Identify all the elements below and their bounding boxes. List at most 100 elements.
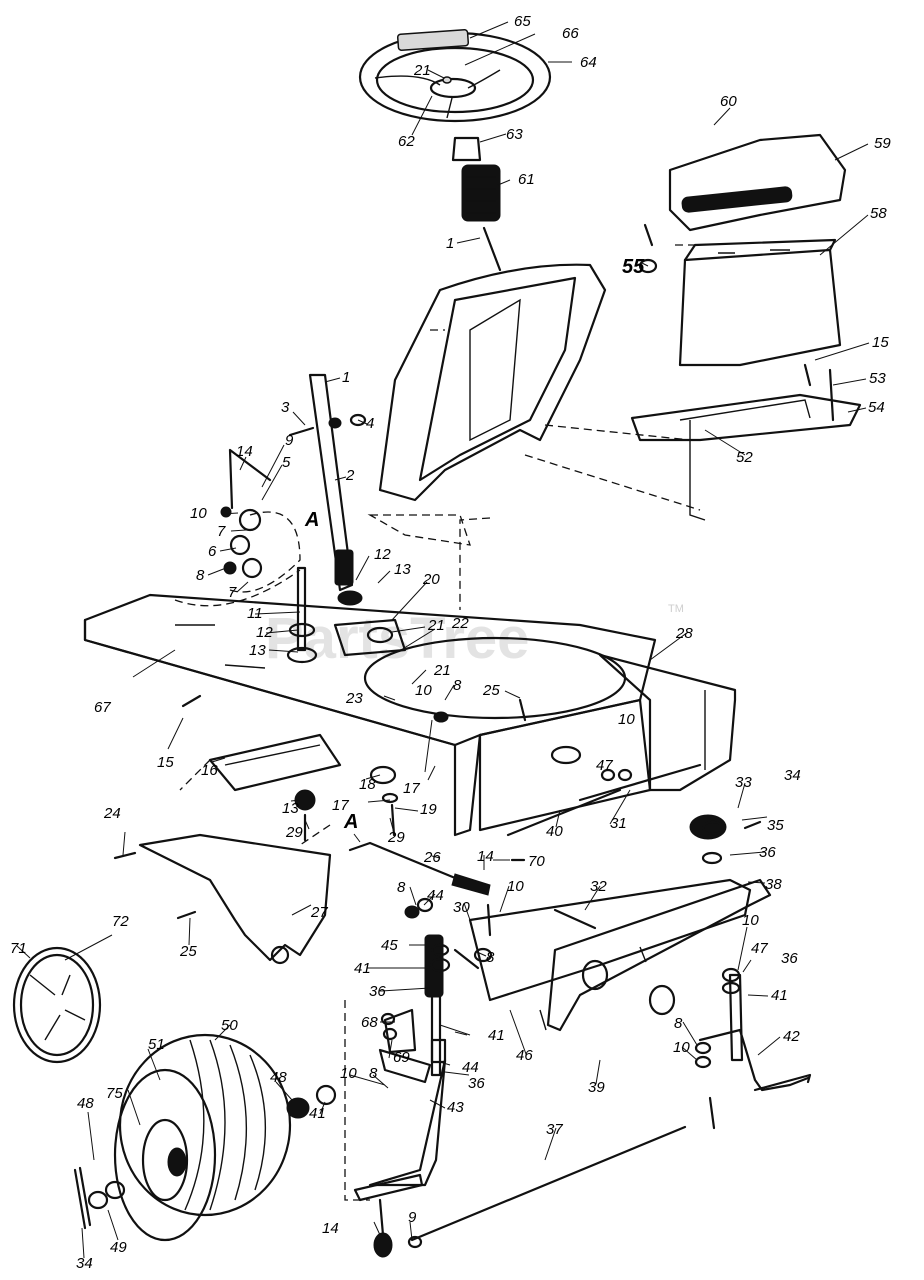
- callout-43: 43: [447, 1099, 464, 1116]
- callout-8c: 8: [397, 879, 406, 896]
- callout-70: 70: [528, 853, 545, 870]
- callout-66: 66: [562, 25, 579, 42]
- callout-21b: 21: [427, 617, 445, 634]
- callout-58: 58: [870, 205, 887, 222]
- wheel-rim: [141, 1118, 189, 1202]
- callout-47: 47: [596, 757, 613, 774]
- callout-25b: 25: [179, 943, 197, 960]
- pivot-bolt: [286, 566, 318, 664]
- callout-13: 13: [394, 561, 411, 578]
- callout-33: 33: [735, 774, 752, 791]
- callout-24: 24: [103, 805, 121, 822]
- callout-61: 61: [518, 171, 535, 188]
- callout-9: 9: [285, 432, 294, 449]
- callout-A: A: [304, 509, 319, 531]
- callout-29b: 29: [387, 829, 405, 846]
- callout-8: 8: [196, 567, 205, 584]
- callout-8b: 8: [453, 677, 462, 694]
- steering-shaft-upper: [482, 226, 502, 272]
- callout-45: 45: [381, 937, 398, 954]
- callout-36d: 36: [468, 1075, 485, 1092]
- callout-36: 36: [759, 844, 776, 861]
- callout-37: 37: [546, 1121, 563, 1138]
- callout-15b: 15: [157, 754, 174, 771]
- callout-34: 34: [784, 767, 801, 784]
- callout-13c: 13: [282, 800, 299, 817]
- callout-25: 25: [482, 682, 500, 699]
- sector-gear: [174, 448, 301, 607]
- callout-30: 30: [453, 899, 470, 916]
- right-spindle: [698, 973, 812, 1092]
- callout-10b: 10: [415, 682, 432, 699]
- callout-44b: 44: [462, 1059, 479, 1076]
- watermark-trademark: TM: [668, 603, 684, 615]
- callout-7b: 7: [228, 584, 237, 601]
- callout-28: 28: [675, 625, 693, 642]
- callout-67: 67: [94, 699, 111, 716]
- steering-shaft: [308, 373, 354, 592]
- axle-support: [383, 1008, 417, 1054]
- battery: [678, 238, 842, 367]
- callout-44: 44: [427, 887, 444, 904]
- callout-27: 27: [310, 904, 328, 921]
- callout-7: 7: [217, 523, 226, 540]
- callout-68: 68: [361, 1014, 378, 1031]
- lower-frame-plate: [208, 733, 342, 792]
- callout-12b: 12: [256, 624, 273, 641]
- callout-39: 39: [588, 1079, 605, 1096]
- callout-A2: A: [343, 811, 358, 833]
- steering-wheel: [358, 29, 552, 123]
- callout-14c: 14: [322, 1220, 339, 1237]
- callout-8f: 8: [369, 1065, 378, 1082]
- callout-52: 52: [736, 449, 753, 466]
- battery-rod: [689, 368, 835, 521]
- front-axle: [468, 878, 772, 1032]
- callout-21c: 21: [433, 662, 451, 679]
- callout-48b: 48: [77, 1095, 94, 1112]
- steering-adapter: [451, 136, 482, 162]
- callout-69: 69: [393, 1049, 410, 1066]
- callout-51: 51: [148, 1036, 165, 1053]
- callout-62: 62: [398, 133, 415, 150]
- assembly-guide-lines: [179, 244, 700, 1201]
- frame-side-bracket: [138, 833, 332, 965]
- callout-3: 3: [281, 399, 290, 416]
- callout-22: 22: [451, 615, 469, 632]
- callout-10c: 10: [618, 711, 635, 728]
- callout-17: 17: [403, 780, 420, 797]
- callout-8d: 8: [486, 949, 495, 966]
- callout-11: 11: [247, 605, 263, 622]
- callout-21: 21: [413, 62, 431, 79]
- callout-75: 75: [106, 1085, 123, 1102]
- callout-42: 42: [783, 1028, 800, 1045]
- callout-10g: 10: [340, 1065, 357, 1082]
- callout-36b: 36: [369, 983, 386, 1000]
- callout-10d: 10: [507, 878, 524, 895]
- callout-9b: 9: [408, 1209, 417, 1226]
- front-axle-bracket: [598, 653, 737, 792]
- callout-72: 72: [112, 913, 129, 930]
- callout-4: 4: [366, 415, 374, 432]
- tie-rod-37: [410, 1125, 687, 1242]
- callout-36c: 36: [781, 950, 798, 967]
- callout-12: 12: [374, 546, 391, 563]
- callout-40: 40: [546, 823, 563, 840]
- callout-35: 35: [767, 817, 784, 834]
- steering-bellows: [461, 164, 501, 222]
- drag-link: [348, 841, 491, 896]
- callout-47b: 47: [751, 940, 768, 957]
- callout-14: 14: [236, 443, 253, 460]
- callout-46: 46: [516, 1047, 533, 1064]
- callout-13b: 13: [249, 642, 266, 659]
- callout-59: 59: [874, 135, 891, 152]
- callout-8e: 8: [674, 1015, 683, 1032]
- callout-17b: 17: [332, 797, 349, 814]
- tie-rod-40: [506, 788, 622, 837]
- callout-18: 18: [359, 776, 376, 793]
- left-spindle: [353, 934, 447, 1202]
- callout-14b: 14: [477, 848, 494, 865]
- leader-lines: [16, 21, 870, 1259]
- callout-10: 10: [190, 505, 207, 522]
- callout-53: 53: [869, 370, 886, 387]
